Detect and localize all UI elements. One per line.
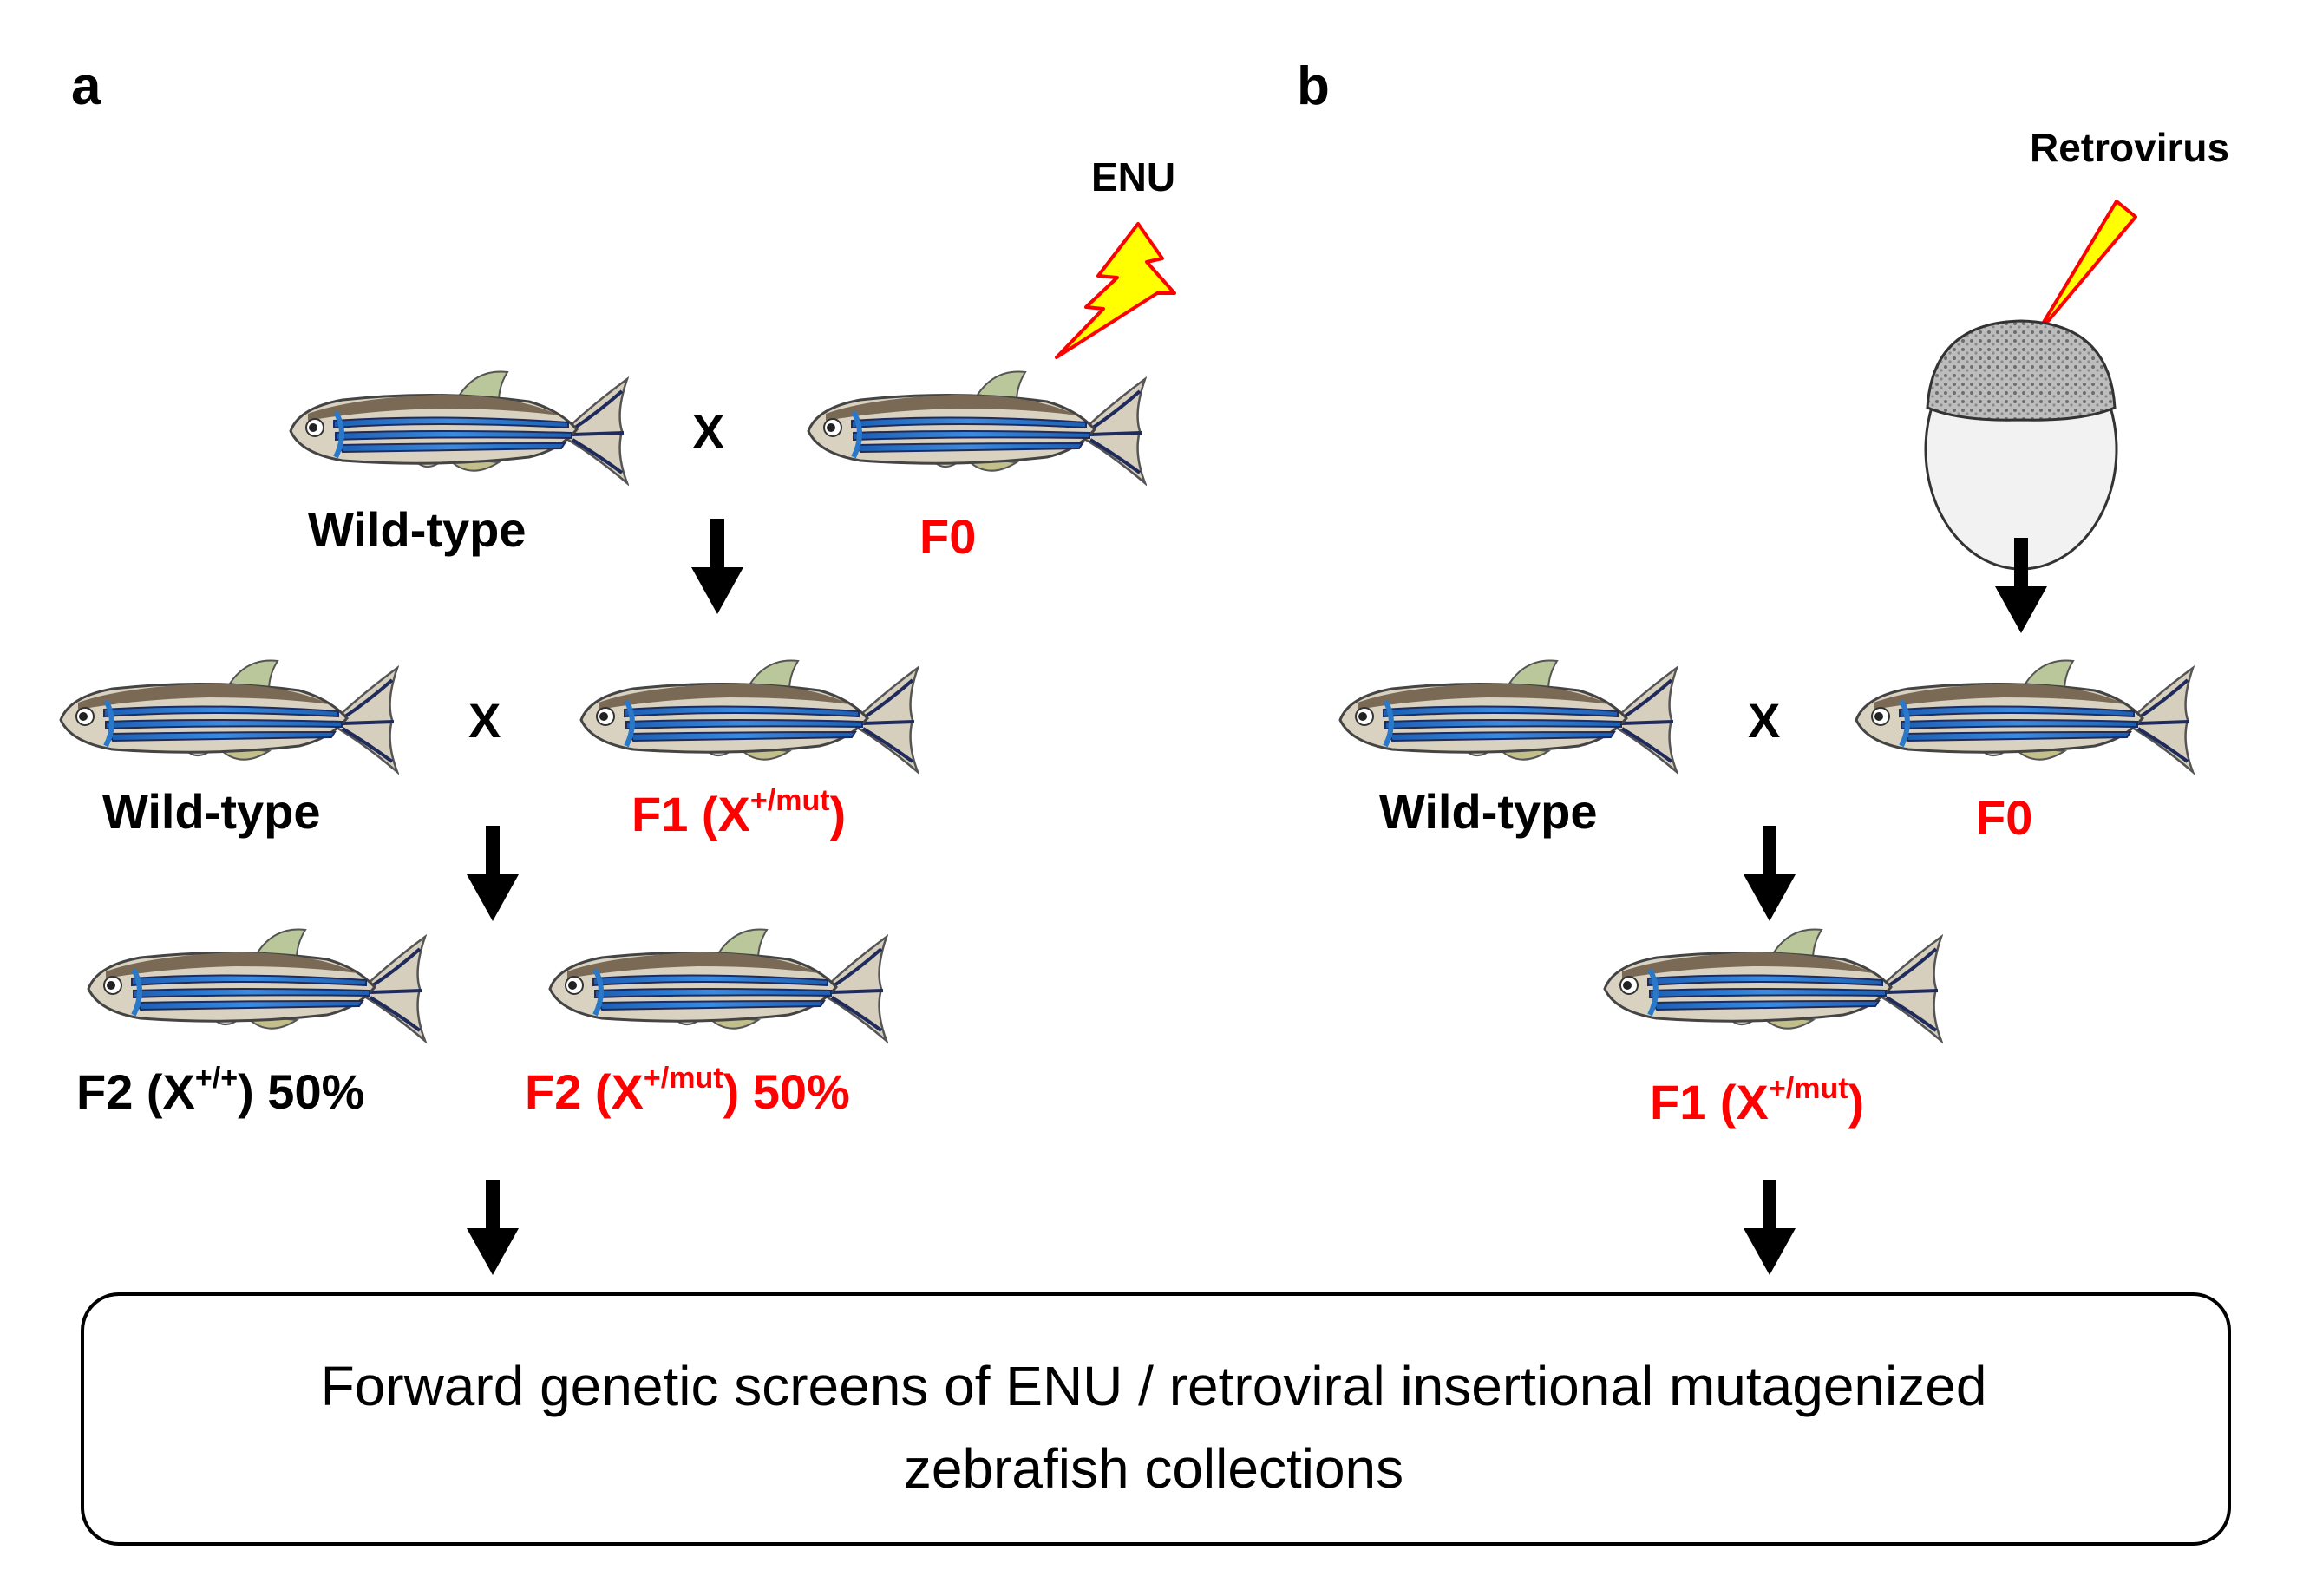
- zebrafish-f1-b: [1605, 930, 1941, 1041]
- b-f0-label: F0: [1976, 790, 2032, 845]
- f2-heterozygous-label: F2 (X+/mut) 50%: [525, 1062, 850, 1119]
- f1-heterozygous-label: F1 (X+/mut): [631, 784, 846, 841]
- arrow-down-b3: [1744, 1180, 1796, 1275]
- zebrafish-f2-wild-type: [88, 930, 425, 1041]
- cross-symbol-a-mid: X: [468, 693, 501, 748]
- result-box-line-2: zebrafish collections: [904, 1437, 1403, 1500]
- injection-needle-icon: [2033, 200, 2137, 338]
- zebrafish-wild-type-b: [1340, 661, 1677, 772]
- lightning-bolt-icon: [1055, 222, 1176, 359]
- result-box-line-1: Forward genetic screens of ENU / retrovi…: [321, 1355, 1987, 1417]
- parent-wild-type-label: Wild-type: [308, 502, 526, 557]
- f1-cross-wild-type-label: Wild-type: [102, 784, 320, 839]
- zebrafish-f0-b: [1856, 661, 2193, 772]
- arrow-down-a2: [467, 826, 519, 921]
- zebrafish-wild-type-parent: [291, 372, 627, 483]
- b-f1-heterozygous-label: F1 (X+/mut): [1650, 1072, 1864, 1129]
- b-wild-type-label: Wild-type: [1379, 784, 1597, 839]
- cross-symbol-b: X: [1748, 693, 1780, 748]
- embryo-icon: [1924, 319, 2118, 571]
- arrow-down-a3: [467, 1180, 519, 1275]
- panel-a-label: a: [71, 56, 101, 116]
- arrow-down-b2: [1744, 826, 1796, 921]
- result-box: [81, 1292, 2231, 1546]
- parent-f0-label: F0: [919, 509, 976, 564]
- zebrafish-f2-heterozygous: [550, 930, 887, 1041]
- zebrafish-f1: [581, 661, 918, 772]
- zebrafish-f0-mutagenized: [808, 372, 1145, 483]
- zebrafish-wild-type-f1-cross: [61, 661, 397, 772]
- f2-wild-type-label: F2 (X+/+) 50%: [76, 1062, 364, 1119]
- retrovirus-label: Retrovirus: [2030, 125, 2229, 170]
- panel-b-label: b: [1297, 56, 1330, 116]
- cross-symbol-a-top: X: [692, 404, 724, 459]
- arrow-down-a1: [691, 519, 743, 614]
- enu-label: ENU: [1091, 154, 1175, 200]
